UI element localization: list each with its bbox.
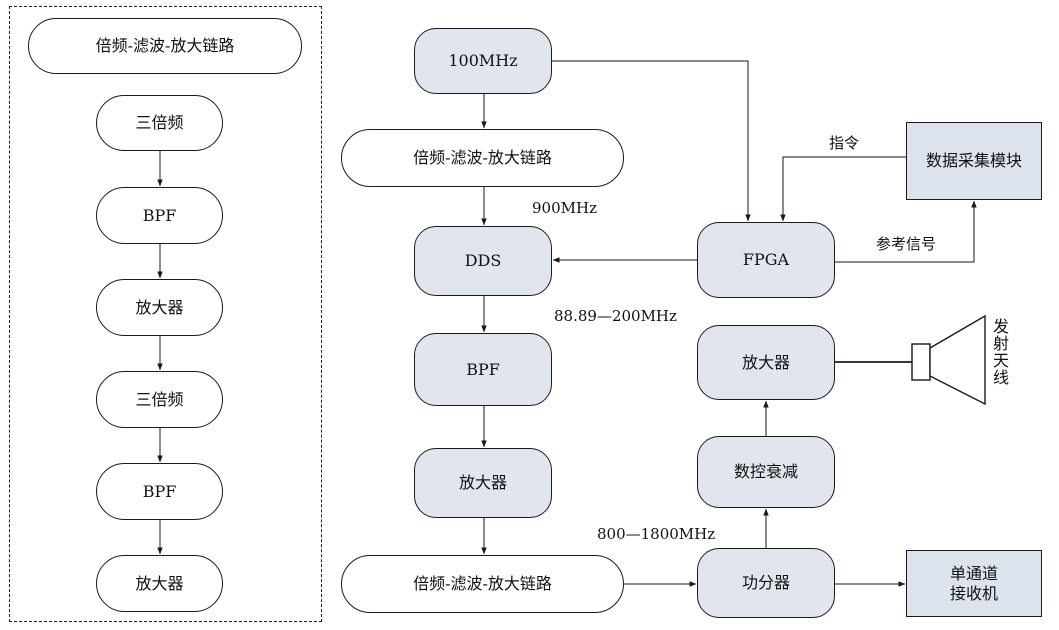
amplifier-label: 放大器 — [458, 473, 507, 492]
amplifier-block: 放大器 — [414, 448, 552, 518]
atten-block: 数控衰减 — [697, 436, 835, 508]
clock-100mhz-block: 100MHz — [414, 28, 552, 94]
left-step-label: BPF — [142, 481, 177, 501]
receiver-label: 单通道 接收机 — [950, 564, 998, 604]
daq-command-line — [780, 156, 906, 222]
antenna-label: 发射天线 — [990, 318, 1009, 386]
bpf-block: BPF — [414, 333, 552, 406]
dds-label: DDS — [464, 251, 502, 270]
receiver-line-1: 单通道 — [949, 563, 998, 583]
clock-to-fpga-line — [552, 60, 751, 222]
daq-block: 数据采集模块 — [906, 122, 1042, 200]
left-step-amp-2: 放大器 — [96, 555, 223, 612]
chain-detail-frame — [9, 6, 322, 622]
freq-900mhz-label: 900MHz — [532, 199, 597, 217]
freq-dds-out-label: 88.89—200MHz — [554, 307, 677, 325]
left-step-bpf-1: BPF — [96, 187, 223, 244]
left-chain-title-text: 倍频-滤波-放大链路 — [95, 36, 235, 55]
command-label: 指令 — [829, 134, 860, 152]
left-step-label: 三倍频 — [135, 389, 184, 409]
left-chain-title: 倍频-滤波-放大链路 — [28, 18, 302, 74]
daq-label: 数据采集模块 — [925, 151, 1022, 170]
bpf-label: BPF — [466, 359, 500, 379]
freq-out-label: 800—1800MHz — [597, 525, 716, 543]
tx-amplifier-block: 放大器 — [697, 325, 835, 400]
antenna-feed — [911, 343, 931, 381]
left-step-label: BPF — [142, 205, 177, 225]
clock-label: 100MHz — [448, 51, 518, 70]
power-divider-block: 功分器 — [697, 548, 835, 618]
receiver-line-2: 接收机 — [949, 583, 998, 603]
receiver-block: 单通道 接收机 — [906, 550, 1042, 617]
reference-signal-label: 参考信号 — [876, 235, 937, 253]
dds-block: DDS — [414, 226, 552, 296]
left-step-amp-1: 放大器 — [96, 279, 223, 336]
fpga-reference-line — [835, 200, 977, 263]
mult-chain-bottom-label: 倍频-滤波-放大链路 — [413, 574, 552, 593]
atten-label: 数控衰减 — [733, 462, 798, 481]
tx-amplifier-label: 放大器 — [741, 352, 790, 372]
left-step-label: 放大器 — [135, 297, 184, 317]
mult-chain-top-block: 倍频-滤波-放大链路 — [341, 129, 624, 187]
power-divider-label: 功分器 — [741, 573, 790, 592]
left-step-bpf-2: BPF — [96, 463, 223, 520]
mult-chain-bottom-block: 倍频-滤波-放大链路 — [341, 555, 624, 613]
fpga-block: FPGA — [697, 222, 835, 298]
left-step-tripler-1: 三倍频 — [96, 95, 223, 151]
antenna-horn — [929, 314, 986, 406]
left-step-label: 放大器 — [135, 573, 184, 593]
left-step-tripler-2: 三倍频 — [96, 371, 223, 428]
mult-chain-top-label: 倍频-滤波-放大链路 — [413, 148, 552, 167]
left-step-label: 三倍频 — [135, 113, 184, 132]
fpga-label: FPGA — [742, 250, 790, 269]
